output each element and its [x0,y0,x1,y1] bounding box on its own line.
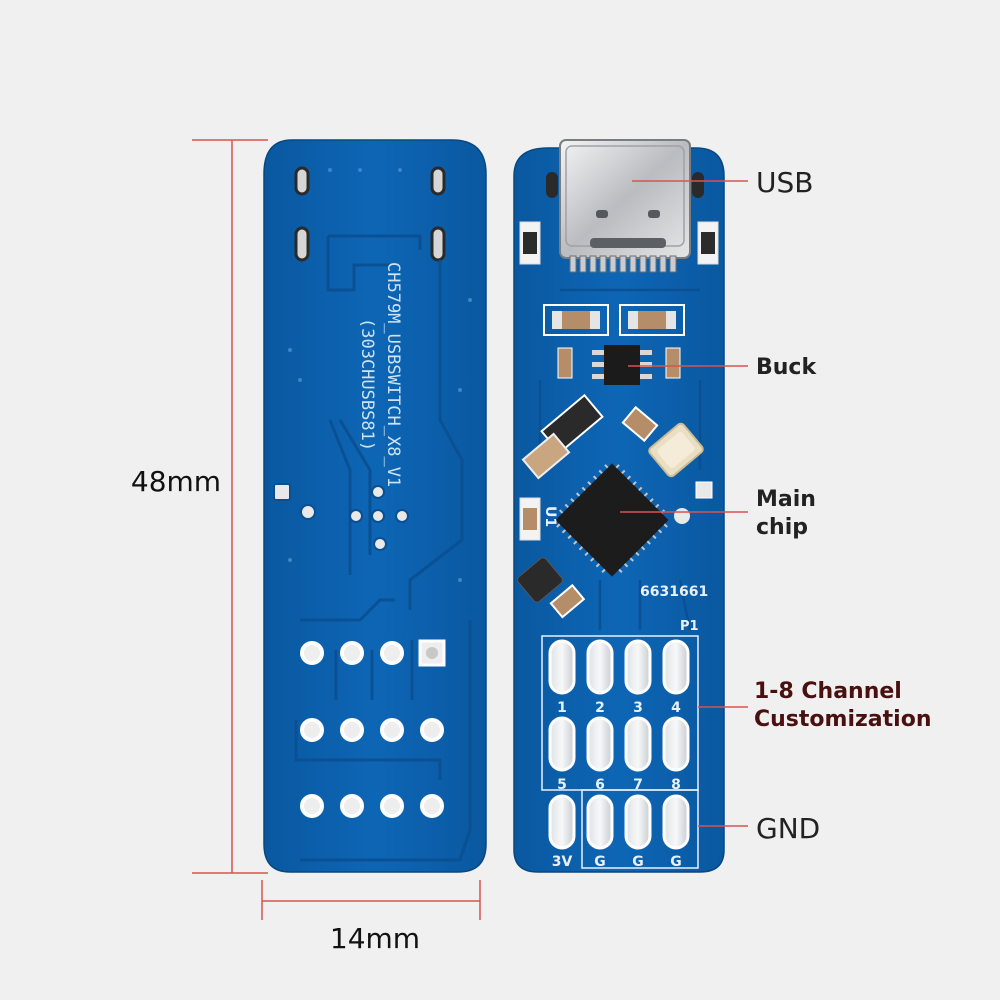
front-silk-number: 6631661 [640,584,708,600]
pad-label: G [594,854,606,870]
back-silk-board-name: CH579M_USBSWITCH_X8_V1 [383,262,403,487]
callout-leaders [620,180,748,827]
buck-converter-chip [557,345,681,385]
callout-channels-line1: 1-8 Channel [754,679,902,704]
header-pads [548,639,690,850]
callout-channels-line2: Customization [754,707,931,732]
pad-labels: 1 2 3 4 5 6 7 8 3V G G G [552,700,682,870]
pcb-front-side: U1 6631661 P1 1 [513,139,725,873]
callout-usb: USB [756,166,813,199]
crystal-oscillator-icon [648,422,704,478]
pad-label: 3 [633,700,643,716]
pad-label: G [632,854,644,870]
pad-label: 1 [557,700,567,716]
pad-label: 5 [557,777,567,793]
pad-label: G [670,854,682,870]
pad-label: 7 [633,777,643,793]
callout-buck: Buck [756,355,817,380]
width-dimension-label: 14mm [330,922,420,955]
back-silk-board-code: (303CHUSBS81) [357,318,377,451]
pad-label: 3V [552,854,573,870]
height-label-bg [120,458,230,502]
pcb-back-side: CH579M_USBSWITCH_X8_V1 (303CHUSBS81) [263,139,487,873]
pad-label: 2 [595,700,605,716]
height-dimension-label: 48mm [131,465,221,498]
pad-label: 8 [671,777,681,793]
pad-label: 4 [671,700,681,716]
callout-main-chip-line1: Main [756,487,816,512]
pad-label: 6 [595,777,605,793]
front-silk-u1: U1 [542,506,558,527]
usb-c-connector-icon [546,139,704,273]
dimension-lines [192,139,481,920]
callout-main-chip-line2: chip [756,515,808,540]
front-silk-header-label: P1 [680,619,699,634]
callout-gnd: GND [756,812,820,845]
